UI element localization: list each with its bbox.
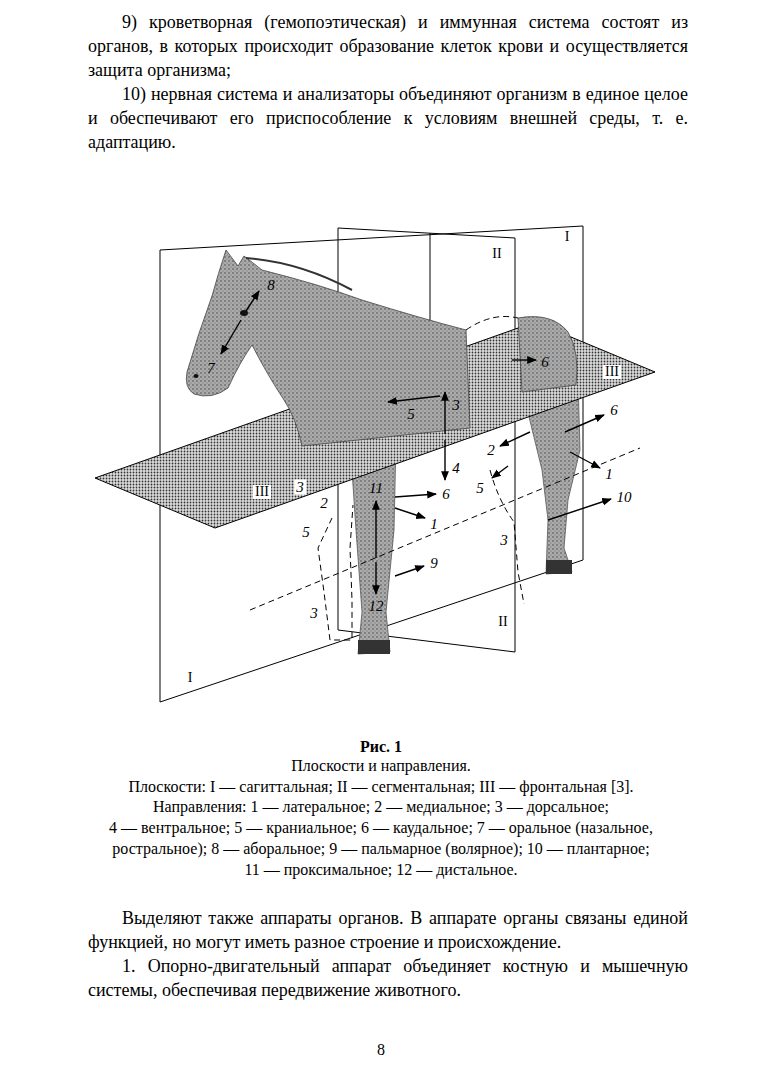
plane-label: II xyxy=(492,247,501,261)
callout-number: 10 xyxy=(617,490,632,505)
plane-edge xyxy=(430,233,431,330)
callout-number: 1 xyxy=(430,517,438,532)
direction-arrow xyxy=(512,359,536,360)
callout-number: 8 xyxy=(267,278,275,293)
callout-number: 1 xyxy=(605,467,613,482)
direction-arrow xyxy=(246,291,259,311)
nostril xyxy=(194,374,199,378)
body-paragraph: Выделяют также аппараты органов. В аппар… xyxy=(88,906,688,954)
page-number: 8 xyxy=(341,1040,421,1060)
callout-number: 2 xyxy=(487,443,495,458)
horse-hindquarter xyxy=(518,317,577,392)
direction-arrow xyxy=(375,501,376,558)
dashed-outlines xyxy=(250,317,640,641)
direction-arrow xyxy=(444,440,445,480)
body-paragraph: 9) кроветворная (гемопоэтическая) и имму… xyxy=(88,10,688,82)
direction-arrow xyxy=(395,566,424,576)
mane xyxy=(246,258,352,290)
direction-arrow xyxy=(395,508,425,518)
callout-number: 5 xyxy=(476,481,484,496)
callout-number: 11 xyxy=(369,481,383,496)
hoof xyxy=(358,640,390,654)
callout-number: 6 xyxy=(442,487,450,502)
figure-caption: Плоскости и направления. xyxy=(131,755,631,776)
plane-label: III xyxy=(603,365,621,379)
callout-number: 5 xyxy=(302,525,310,540)
hind-leg-outline xyxy=(490,470,524,604)
body-paragraph: 10) нервная система и анализаторы объеди… xyxy=(88,82,688,154)
direction-arrow xyxy=(444,392,445,434)
back-outline xyxy=(466,317,518,331)
callout-number: 3 xyxy=(294,480,306,495)
direction-arrow xyxy=(548,499,611,520)
callout-number: 6 xyxy=(610,403,618,418)
callout-number: 6 xyxy=(541,355,549,370)
direction-arrows xyxy=(221,291,611,594)
callout-number: 4 xyxy=(452,461,460,476)
callout-number: 3 xyxy=(452,398,460,413)
callout-number: 3 xyxy=(500,533,508,548)
body-paragraph: 1. Опорно-двигательный аппарат объединяе… xyxy=(88,954,688,1002)
direction-arrow xyxy=(221,320,241,354)
plane-edge xyxy=(338,228,515,238)
direction-arrow xyxy=(570,452,600,468)
horse-forequarter xyxy=(186,250,470,446)
callout-number: 3 xyxy=(310,606,318,621)
direction-arrow xyxy=(565,415,604,432)
callout-number: 12 xyxy=(369,599,384,614)
hoof xyxy=(546,560,572,574)
direction-arrow xyxy=(492,466,508,478)
plane-label: I xyxy=(188,671,193,685)
caption-text: Направления: 1 — латеральное; 2 — медиал… xyxy=(98,796,664,880)
direction-arrow xyxy=(500,432,530,446)
callout-number: 2 xyxy=(320,496,328,511)
direction-arrow xyxy=(388,396,440,402)
plane-label: I xyxy=(565,230,570,244)
fore-leg-outline xyxy=(318,505,353,640)
direction-arrow xyxy=(375,562,376,594)
callout-number: 7 xyxy=(207,361,215,376)
direction-arrow xyxy=(395,494,436,497)
callout-number: 9 xyxy=(430,556,438,571)
plane-edge xyxy=(515,238,516,652)
figure-title: Рис. 1 xyxy=(181,736,581,757)
plane-label: III xyxy=(253,485,271,499)
caption-text: Плоскости: I — сагиттальная; II — сегмен… xyxy=(81,776,681,797)
callout-number: 5 xyxy=(407,407,415,422)
plane-label: II xyxy=(498,615,507,629)
